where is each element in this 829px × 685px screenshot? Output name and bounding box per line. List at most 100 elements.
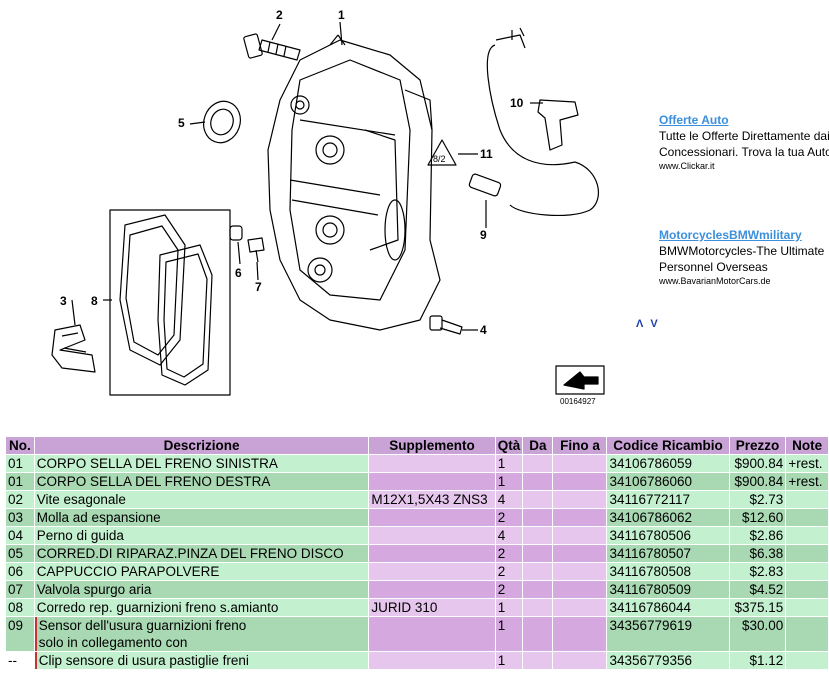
cell-supplemento: [369, 527, 495, 544]
cell-codice-ricambio[interactable]: 34356779356: [607, 652, 729, 669]
cell-no: 05: [6, 545, 34, 562]
ad-url[interactable]: www.BavarianMotorCars.de: [659, 276, 771, 286]
cell-qta: 1: [495, 473, 523, 490]
cell-prezzo: $375.15: [729, 599, 786, 616]
cell-no: 02: [6, 491, 34, 508]
cell-fino-a: [553, 563, 607, 580]
callout-5: 5: [178, 116, 185, 130]
callout-4: 4: [480, 323, 487, 337]
cell-qta: 2: [495, 563, 523, 580]
ad-url[interactable]: www.Clickar.it: [659, 161, 715, 171]
callout-11: 11: [480, 147, 493, 161]
cell-da: [523, 491, 553, 508]
cell-codice-ricambio[interactable]: 34116780509: [607, 581, 729, 598]
part-dust-cap-6: [229, 225, 243, 241]
cell-descrizione: Clip sensore di usura pastiglie freni: [34, 652, 369, 669]
cell-prezzo: $900.84: [729, 455, 786, 472]
cell-qta: 4: [495, 527, 523, 544]
cell-da: [523, 599, 553, 616]
header-note: Note: [786, 437, 828, 454]
cell-supplemento: [369, 473, 495, 490]
cell-prezzo: $6.38: [729, 545, 786, 562]
ad-block-2: MotorcyclesBMWmilitary BMWMotorcycles-Th…: [659, 228, 829, 288]
table-header-row: No. Descrizione Supplemento Qtà Da Fino …: [6, 437, 828, 454]
cell-no: 06: [6, 563, 34, 580]
part-sensor-clip-10: [537, 99, 579, 151]
cell-prezzo: $30.00: [729, 617, 786, 651]
cell-codice-ricambio[interactable]: 34106786059: [607, 455, 729, 472]
cell-fino-a: [553, 473, 607, 490]
cell-da: [523, 617, 553, 651]
cell-descrizione: Corredo rep. guarnizioni freno s.amianto: [34, 599, 369, 616]
cell-no: 08: [6, 599, 34, 616]
cell-descrizione: CORRED.DI RIPARAZ.PINZA DEL FRENO DISCO: [34, 545, 369, 562]
cell-codice-ricambio[interactable]: 34116786044: [607, 599, 729, 616]
part-spring-3: [51, 324, 96, 373]
ad-block-1: Offerte Auto Tutte le Offerte Direttamen…: [659, 113, 829, 173]
cell-qta: 1: [495, 455, 523, 472]
cell-codice-ricambio[interactable]: 34356779619: [607, 617, 729, 651]
cell-da: [523, 545, 553, 562]
cell-no: 04: [6, 527, 34, 544]
cell-descrizione-line: Sensor dell'usura guarnizioni freno: [38, 618, 247, 633]
cell-da: [523, 652, 553, 669]
callout-1: 1: [338, 8, 345, 22]
part-bleed-valve-7: [247, 237, 265, 263]
ad-pager: Λ V: [636, 318, 662, 330]
cell-da: [523, 563, 553, 580]
cell-codice-ricambio[interactable]: 34106786062: [607, 509, 729, 526]
part-seal-ring-5: [203, 100, 241, 144]
ad-link-offerte-auto[interactable]: Offerte Auto: [659, 113, 729, 127]
ad-text-line: Tutte le Offerte Direttamente dai: [659, 129, 829, 143]
cell-supplemento: [369, 581, 495, 598]
part-caliper-body-1: [267, 34, 441, 331]
cell-note: [786, 599, 828, 616]
cell-prezzo: $900.84: [729, 473, 786, 490]
cell-note: [786, 581, 828, 598]
cell-no: --: [6, 652, 34, 669]
cell-fino-a: [553, 455, 607, 472]
part-wear-sensor-9: [468, 27, 599, 217]
part-guide-pin-4: [429, 315, 463, 335]
svg-text:8/2: 8/2: [433, 154, 446, 164]
header-prezzo: Prezzo: [729, 437, 786, 454]
cell-fino-a: [553, 581, 607, 598]
ad-next-button[interactable]: V: [650, 318, 658, 330]
cell-note: [786, 563, 828, 580]
cell-no: 07: [6, 581, 34, 598]
cell-qta: 2: [495, 581, 523, 598]
parts-table: No. Descrizione Supplemento Qtà Da Fino …: [5, 436, 829, 670]
ad-prev-button[interactable]: Λ: [636, 318, 644, 330]
cell-codice-ricambio[interactable]: 34106786060: [607, 473, 729, 490]
header-codice-ricambio: Codice Ricambio: [607, 437, 729, 454]
cell-codice-ricambio[interactable]: 34116780506: [607, 527, 729, 544]
header-fino-a: Fino a: [553, 437, 607, 454]
cell-codice-ricambio[interactable]: 34116780508: [607, 563, 729, 580]
cell-da: [523, 473, 553, 490]
cell-descrizione: Valvola spurgo aria: [34, 581, 369, 598]
cell-prezzo: $4.52: [729, 581, 786, 598]
cell-codice-ricambio[interactable]: 34116780507: [607, 545, 729, 562]
cell-prezzo: $1.12: [729, 652, 786, 669]
cell-note: +rest.: [786, 455, 828, 472]
cell-supplemento: [369, 509, 495, 526]
cell-supplemento: M12X1,5X43 ZNS3: [369, 491, 495, 508]
cell-qta: 4: [495, 491, 523, 508]
cell-descrizione-line: solo in collegamento con: [38, 635, 188, 650]
cell-codice-ricambio[interactable]: 34116772117: [607, 491, 729, 508]
cell-supplemento: [369, 617, 495, 651]
ad-link-motorcycles[interactable]: MotorcyclesBMWmilitary: [659, 228, 802, 242]
ad-text-line: Concessionari. Trova la tua Auto!: [659, 145, 829, 159]
header-no: No.: [6, 437, 34, 454]
